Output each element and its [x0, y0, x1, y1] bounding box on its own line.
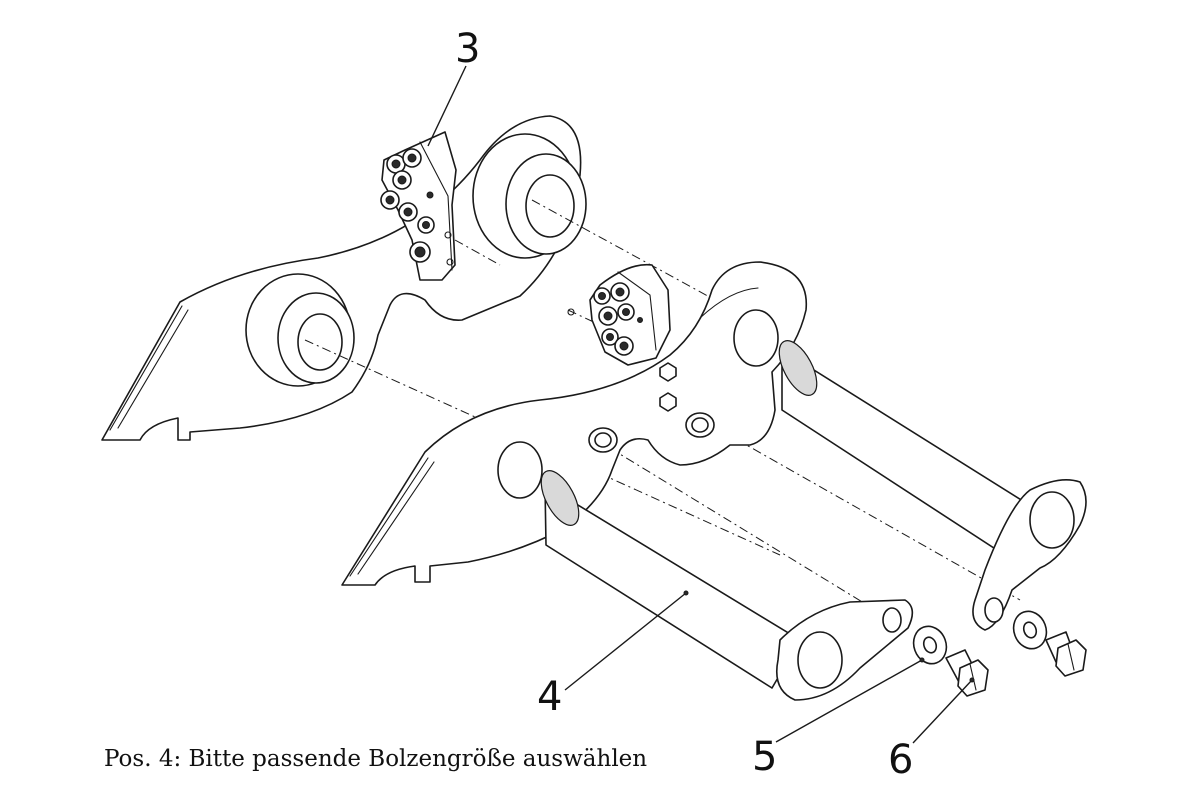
valve-block-front [567, 263, 671, 366]
bolt-front [945, 649, 989, 697]
washer-rear [1012, 610, 1048, 650]
callout-6: 6 [888, 737, 913, 783]
bolt-rear [1045, 631, 1087, 677]
callout-3: 3 [455, 26, 480, 72]
rear-side-plate [101, 115, 587, 441]
pin-rear [778, 340, 1087, 631]
pin-size-note: Pos. 4: Bitte passende Bolzengröße auswä… [104, 746, 648, 772]
washer-front [912, 625, 948, 665]
callout-4: 4 [537, 674, 562, 720]
valve-block-rear [380, 131, 457, 281]
pin-front [540, 470, 914, 701]
callout-5: 5 [752, 734, 777, 780]
leader-lines [427, 65, 975, 744]
